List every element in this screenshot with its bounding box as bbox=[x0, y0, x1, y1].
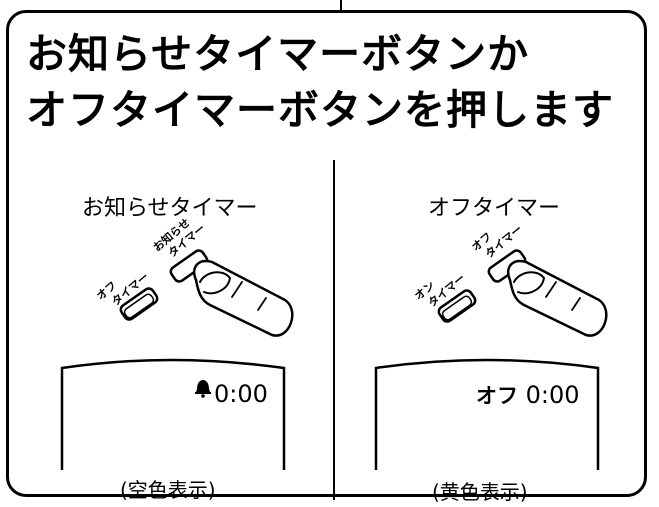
pressing-finger-left bbox=[193, 259, 294, 337]
heading-line-2: オフタイマーボタンを押します bbox=[26, 86, 614, 134]
instruction-heading: お知らせタイマーボタンか オフタイマーボタンを押します bbox=[26, 26, 614, 138]
right-panel-caption: (黄色表示) bbox=[432, 480, 528, 504]
display-prefix-right: オフ bbox=[476, 384, 518, 408]
left-panel-title: お知らせタイマー bbox=[82, 196, 258, 221]
heading-line-1: お知らせタイマーボタンか bbox=[26, 30, 530, 78]
leader-line bbox=[340, 0, 342, 12]
instruction-frame bbox=[6, 10, 647, 497]
display-time-left: 0:00 bbox=[214, 380, 268, 408]
off-timer-button-left bbox=[119, 287, 159, 321]
on-timer-button-right bbox=[437, 289, 477, 323]
panel-divider bbox=[333, 160, 335, 500]
left-panel-caption: (空色表示) bbox=[120, 478, 216, 502]
display-time-right: 0:00 bbox=[525, 381, 580, 409]
display-screen-right bbox=[374, 358, 600, 470]
right-panel-title: オフタイマー bbox=[428, 196, 561, 221]
bell-icon bbox=[195, 380, 211, 398]
pressing-finger-right bbox=[507, 259, 608, 337]
display-screen-left bbox=[60, 358, 286, 470]
display-readout-right: オフ 0:00 bbox=[476, 380, 580, 410]
